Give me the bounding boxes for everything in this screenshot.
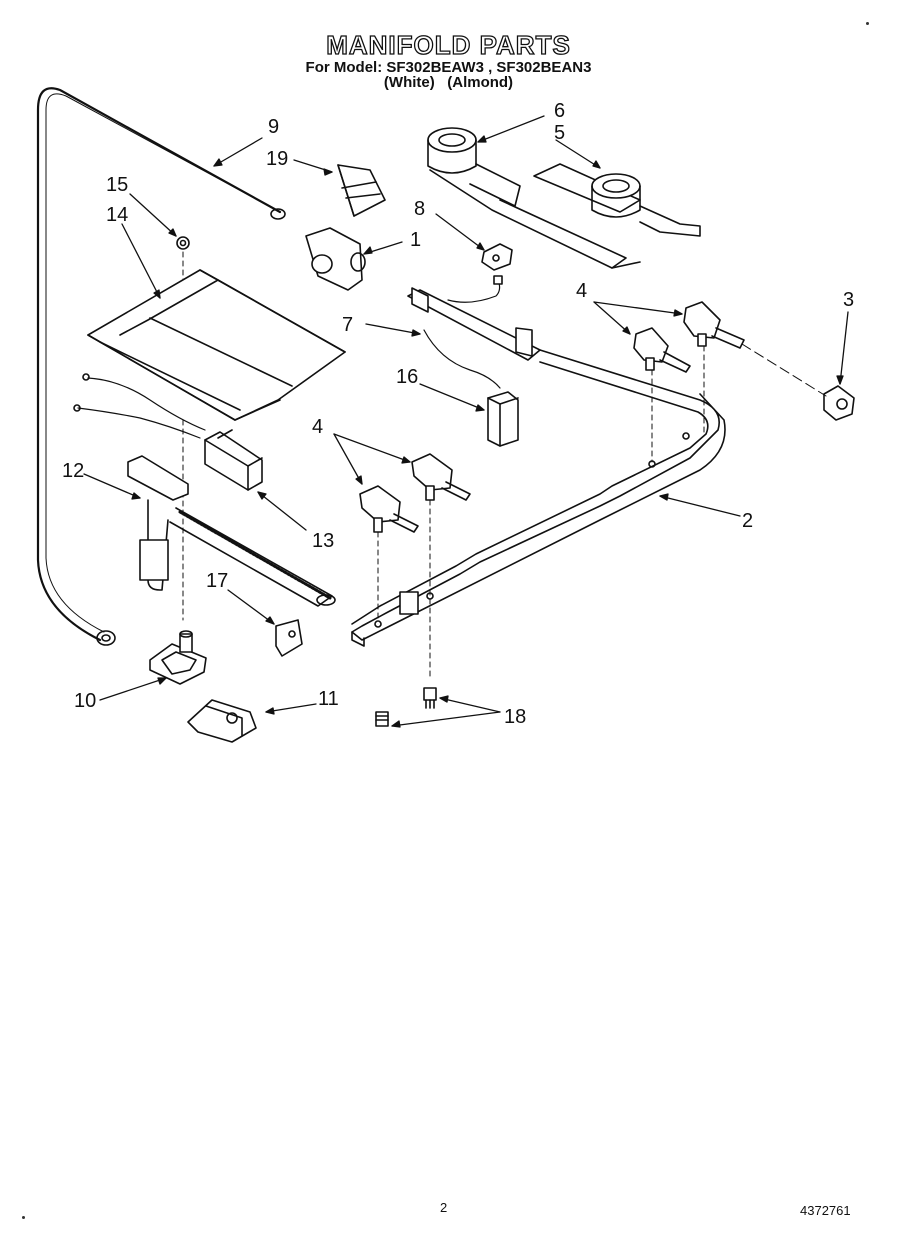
callout-1: 1 xyxy=(410,229,422,251)
corner-mark-bottom xyxy=(22,1216,25,1219)
diagram-title: MANIFOLD PARTS xyxy=(326,29,571,60)
part-19-bracket xyxy=(337,164,386,217)
callout-10: 10 xyxy=(74,690,97,712)
callout-2: 2 xyxy=(742,510,754,532)
part-4-valve-upper-a xyxy=(633,327,691,373)
callout-16: 16 xyxy=(396,366,419,388)
callout-8: 8 xyxy=(414,198,426,220)
callout-19: 19 xyxy=(266,148,289,170)
part-4-valve-lower-a xyxy=(359,485,419,533)
callout-15: 15 xyxy=(106,174,129,196)
page-number: 2 xyxy=(440,1200,448,1215)
title-block: MANIFOLD PARTS For Model: SF302BEAW3 , S… xyxy=(0,29,897,91)
callout-3: 3 xyxy=(843,289,855,311)
model-line: For Model: SF302BEAW3 , SF302BEAN3 xyxy=(305,59,592,76)
callout-13: 13 xyxy=(312,530,335,552)
part-11-bracket xyxy=(187,699,257,743)
part-15-nut xyxy=(176,236,190,250)
part-13-igniter xyxy=(204,429,263,491)
part-1-valve xyxy=(305,227,366,291)
callout-9: 9 xyxy=(268,116,280,138)
callout-12: 12 xyxy=(62,460,85,482)
callout-7: 7 xyxy=(342,314,354,336)
leader-lines xyxy=(83,115,849,728)
callout-6: 6 xyxy=(554,100,566,122)
part-4-valve-lower-b xyxy=(411,453,471,501)
part-8-clamp xyxy=(481,243,513,271)
part-7-manifold xyxy=(407,287,541,389)
callout-14: 14 xyxy=(106,204,129,226)
part-12-burner xyxy=(127,455,336,607)
part-18-screw-b xyxy=(375,711,389,727)
part-14-shield xyxy=(87,269,346,421)
part-18-screw-a xyxy=(423,687,437,709)
callout-11: 11 xyxy=(318,688,339,710)
callout-18: 18 xyxy=(504,706,527,728)
corner-mark-top xyxy=(866,22,869,25)
part-10-grommet xyxy=(149,630,207,685)
part-2-manifold-bar xyxy=(351,349,726,647)
part-3-part xyxy=(823,385,855,421)
callout-4-upper: 4 xyxy=(576,280,588,302)
part-9-gas-tube xyxy=(36,87,282,642)
callout-4-lower: 4 xyxy=(312,416,324,438)
document-number: 4372761 xyxy=(800,1203,851,1218)
part-17-clip xyxy=(275,619,303,657)
part-4-valve-upper-b xyxy=(683,301,745,349)
part-16-switch xyxy=(487,391,519,447)
part-6-burner xyxy=(427,127,641,269)
color-line: (White) (Almond) xyxy=(383,74,514,91)
callout-17: 17 xyxy=(206,570,229,592)
callout-5: 5 xyxy=(554,122,566,144)
part-5-burner xyxy=(533,163,701,237)
